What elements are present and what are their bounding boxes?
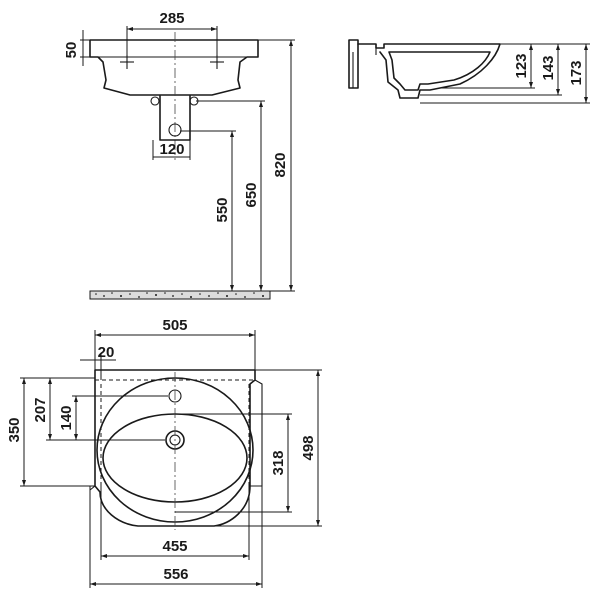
dim-label-285: 285 (159, 10, 184, 27)
dim-label-123: 123 (513, 53, 530, 78)
front-elevation-view: 285 50 120 550 650 (63, 10, 295, 300)
dim-label-143: 143 (540, 55, 557, 80)
dimension-20: 20 (80, 344, 116, 380)
front-waste-fittings (150, 95, 199, 141)
dim-label-173: 173 (568, 60, 585, 85)
dim-label-820: 820 (272, 152, 289, 177)
dimension-556: 556 (89, 486, 263, 588)
floor-hatch (89, 290, 271, 300)
dim-label-455: 455 (162, 538, 187, 555)
dim-label-498: 498 (300, 435, 317, 460)
dim-label-207: 207 (32, 397, 49, 422)
side-section-view: 123 143 173 (348, 39, 590, 104)
front-tap-holes (120, 55, 224, 69)
dimension-140: 140 (58, 395, 168, 440)
dimension-285: 285 (126, 10, 218, 55)
dim-label-650: 650 (243, 182, 260, 207)
dimension-455: 455 (100, 486, 250, 560)
dimension-120: 120 (152, 140, 191, 160)
dimension-123: 123 (440, 43, 535, 89)
dim-label-350: 350 (6, 417, 23, 442)
front-basin-outline (89, 39, 259, 96)
dimension-143: 143 (420, 43, 562, 96)
dimension-50: 50 (63, 30, 90, 66)
dim-label-556: 556 (163, 566, 188, 583)
dim-label-505: 505 (162, 317, 187, 334)
dim-label-318: 318 (270, 450, 287, 475)
dim-label-20: 20 (98, 344, 115, 361)
dim-label-50: 50 (63, 42, 80, 59)
dim-label-550: 550 (214, 197, 231, 222)
dimension-820: 820 (258, 39, 295, 292)
plan-left-flare (89, 485, 96, 491)
dimension-650: 650 (196, 100, 265, 291)
dimension-550: 550 (180, 130, 236, 291)
plan-view: 505 20 350 207 140 (6, 317, 322, 588)
dim-label-120: 120 (159, 141, 184, 158)
dimension-207: 207 (32, 377, 165, 441)
dim-label-140: 140 (58, 405, 75, 430)
dimension-173: 173 (420, 43, 590, 104)
dimension-505: 505 (94, 317, 256, 370)
plan-right-flare (250, 379, 263, 487)
side-section-outline (348, 39, 359, 89)
dimension-318: 318 (175, 413, 292, 513)
dimension-498: 498 (214, 369, 322, 527)
